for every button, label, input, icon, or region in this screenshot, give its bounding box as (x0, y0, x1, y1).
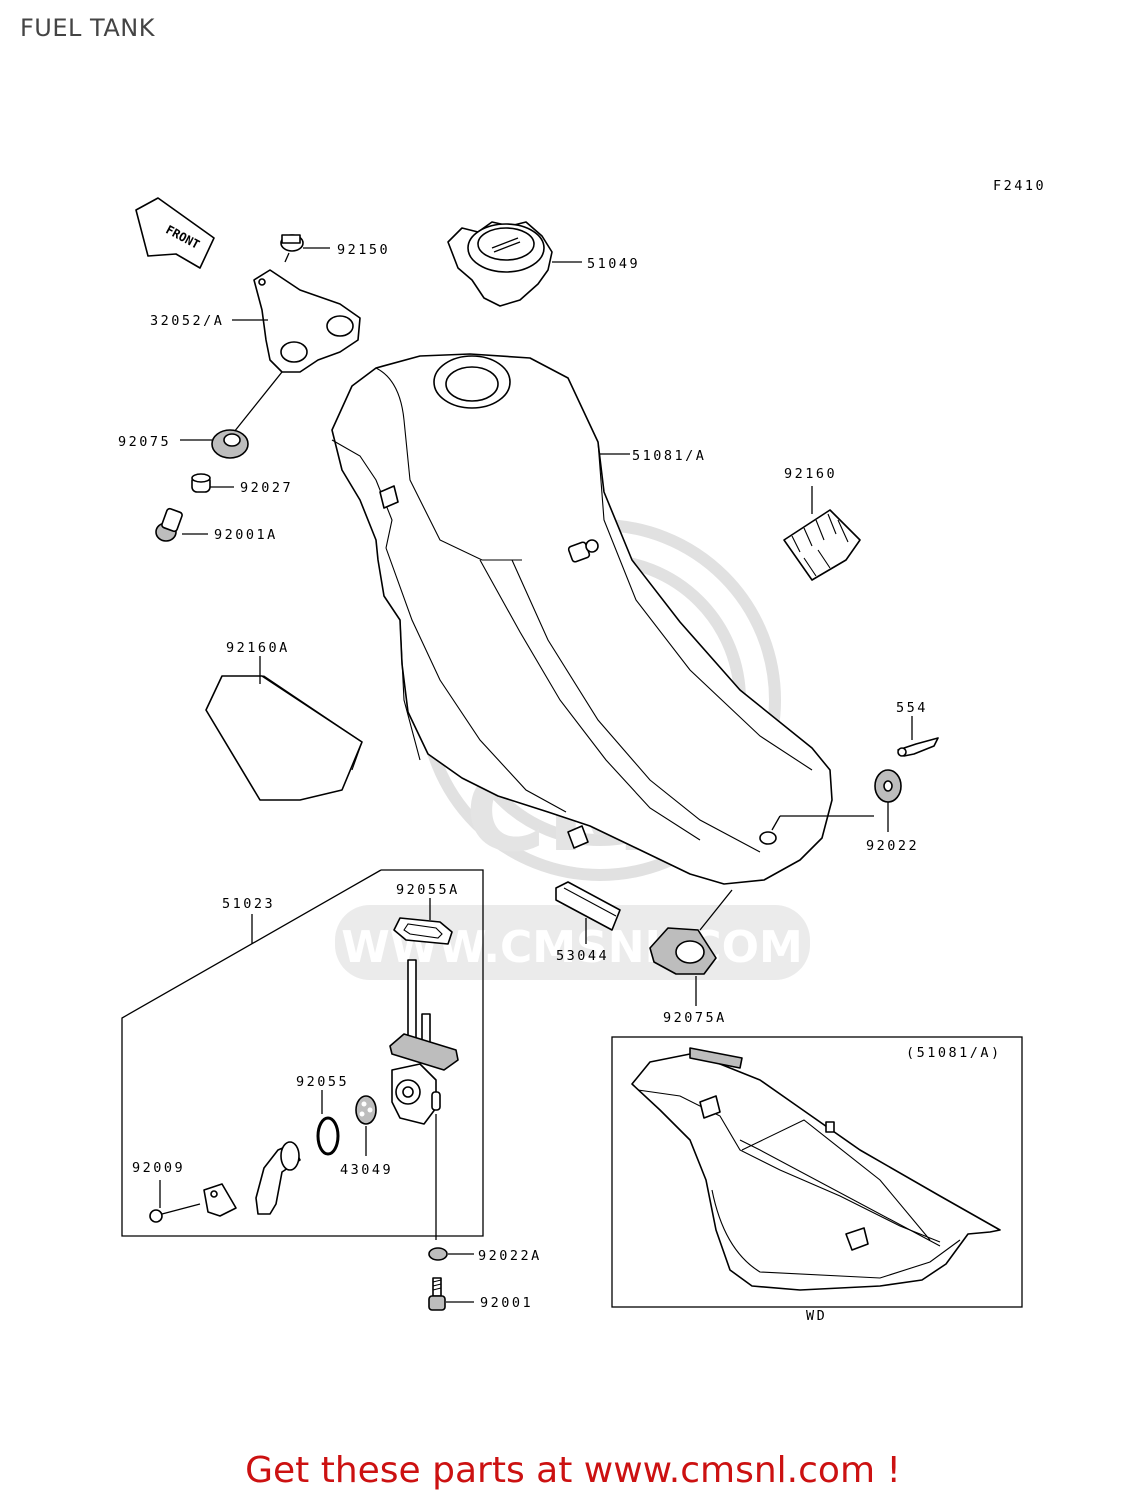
part-51049-fuel-cap (447, 221, 582, 307)
inset-variant-box (611, 1036, 1023, 1308)
part-label-92160A: 92160A (226, 640, 290, 656)
part-label-92055: 92055 (296, 1074, 349, 1090)
part-92055-o-ring (316, 1090, 340, 1156)
figure-code: F2410 (993, 178, 1046, 194)
part-label-32052A: 32052/A (150, 313, 224, 329)
part-label-92027: 92027 (240, 480, 293, 496)
part-51081A-fuel-tank (331, 353, 833, 885)
fuel-cock-assembly (389, 959, 459, 1240)
part-label-92022A: 92022A (478, 1248, 542, 1264)
part-label-51049: 51049 (587, 256, 640, 272)
part-label-554: 554 (896, 700, 928, 716)
part-92160A-pad (205, 656, 363, 801)
part-label-51081A: 51081/A (632, 448, 706, 464)
part-label-53044: 53044 (556, 948, 609, 964)
part-92075A-grommet (649, 889, 733, 1006)
part-92001A-bolt (155, 507, 208, 542)
inset-label: (51081/A) (906, 1045, 1002, 1061)
assembly-51023-frame (121, 869, 484, 1237)
part-label-51023: 51023 (222, 896, 275, 912)
part-label-43049: 43049 (340, 1162, 393, 1178)
part-label-92001: 92001 (480, 1295, 533, 1311)
footer-link[interactable]: Get these parts at www.cmsnl.com ! (245, 1450, 901, 1491)
part-label-92075A: 92075A (663, 1010, 727, 1026)
part-92055A-gasket (393, 898, 453, 945)
part-92075-grommet (180, 371, 283, 459)
part-92022-washer (771, 769, 902, 832)
part-32052A-bracket (232, 269, 361, 373)
part-label-92150: 92150 (337, 242, 390, 258)
part-92160-damper (783, 486, 861, 581)
part-label-92055A: 92055A (396, 882, 460, 898)
part-label-92001A: 92001A (214, 527, 278, 543)
front-arrow: FRONT (135, 197, 215, 269)
part-label-92160: 92160 (784, 466, 837, 482)
part-92009-screw (149, 1180, 237, 1223)
part-label-92022: 92022 (866, 838, 919, 854)
part-label-92075: 92075 (118, 434, 171, 450)
page-title: FUEL TANK (20, 14, 155, 42)
part-92150-bolt (280, 234, 330, 263)
inset-caption: WD (806, 1308, 827, 1324)
part-43049-filter (355, 1095, 377, 1156)
part-label-92009: 92009 (132, 1160, 185, 1176)
part-554-pin (897, 716, 939, 757)
fuel-cock-lever (255, 1141, 301, 1215)
part-53044-strip (555, 881, 621, 944)
part-92027-collar (191, 473, 234, 493)
part-92001-bolt (428, 1277, 474, 1311)
part-92022A-washer (428, 1247, 474, 1261)
